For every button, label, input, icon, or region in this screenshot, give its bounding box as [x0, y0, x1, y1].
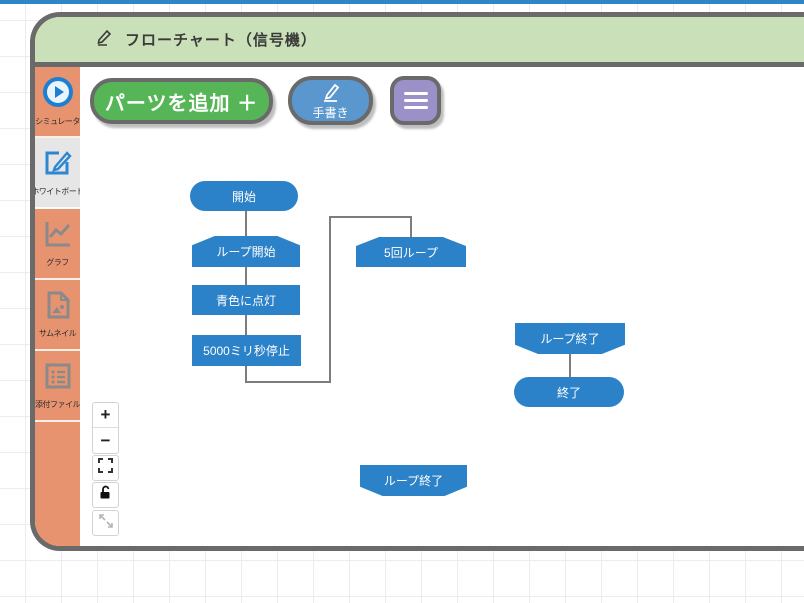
sidebar-item-thumbnail[interactable]: サムネイル — [35, 280, 80, 351]
fullscreen-button[interactable] — [92, 455, 119, 481]
flow-node-wait-5000ms[interactable]: 5000ミリ秒停止 — [192, 335, 301, 366]
list-icon — [43, 361, 73, 396]
sidebar-item-label: 添付ファイル — [35, 400, 81, 409]
edit-square-icon — [43, 148, 73, 183]
zoom-in-button[interactable]: + — [93, 403, 118, 429]
resize-button[interactable] — [92, 510, 119, 536]
sidebar-item-attachments[interactable]: 添付ファイル — [35, 351, 81, 422]
sidebar: シミュレータ ホワイトボード グラフ — [35, 67, 84, 546]
flow-node-start[interactable]: 開始 — [190, 181, 298, 211]
sidebar-item-graph[interactable]: グラフ — [35, 209, 80, 280]
edit-title-pencil-icon[interactable] — [95, 27, 115, 52]
lock-button[interactable] — [92, 482, 119, 508]
handwriting-pencil-icon — [320, 82, 342, 109]
window-header: フローチャート（信号機） — [35, 17, 804, 67]
top-accent-bar — [0, 0, 804, 4]
sidebar-item-label: シミュレータ — [35, 117, 80, 126]
flow-node-end[interactable]: 終了 — [514, 377, 624, 407]
flow-node-loop-end-right[interactable]: ループ終了 — [515, 323, 625, 354]
play-circle-icon — [42, 76, 74, 113]
flow-node-light-blue[interactable]: 青色に点灯 — [192, 285, 300, 315]
sidebar-item-label: グラフ — [46, 258, 69, 267]
flow-node-loop-end-bottom[interactable]: ループ終了 — [360, 465, 467, 496]
menu-button[interactable] — [390, 76, 441, 125]
line-chart-icon — [43, 219, 73, 254]
sidebar-item-label: ホワイトボード — [31, 187, 84, 196]
flow-node-loop-start[interactable]: ループ開始 — [192, 236, 300, 267]
hamburger-icon — [403, 92, 428, 109]
sidebar-item-simulator[interactable]: シミュレータ — [35, 67, 80, 138]
unlock-icon — [98, 485, 113, 505]
diagonal-arrows-icon — [98, 513, 113, 533]
flowchart-window: フローチャート（信号機） シミュレータ — [30, 12, 804, 551]
fullscreen-corners-icon — [98, 458, 113, 478]
sidebar-item-label: サムネイル — [38, 329, 77, 338]
add-parts-button[interactable]: パーツを追加 ＋ — [90, 78, 273, 124]
whiteboard-canvas[interactable]: パーツを追加 ＋ 手書き — [80, 67, 804, 546]
flow-node-loop-5-times[interactable]: 5回ループ — [356, 237, 466, 267]
handwriting-label: 手書き — [312, 106, 349, 120]
page-title: フローチャート（信号機） — [125, 32, 317, 49]
zoom-control-group: + − — [92, 402, 119, 454]
zoom-out-button[interactable]: − — [100, 430, 111, 450]
image-file-icon — [43, 290, 73, 325]
sidebar-item-whiteboard[interactable]: ホワイトボード — [35, 138, 84, 209]
handwriting-button[interactable]: 手書き — [288, 76, 373, 125]
